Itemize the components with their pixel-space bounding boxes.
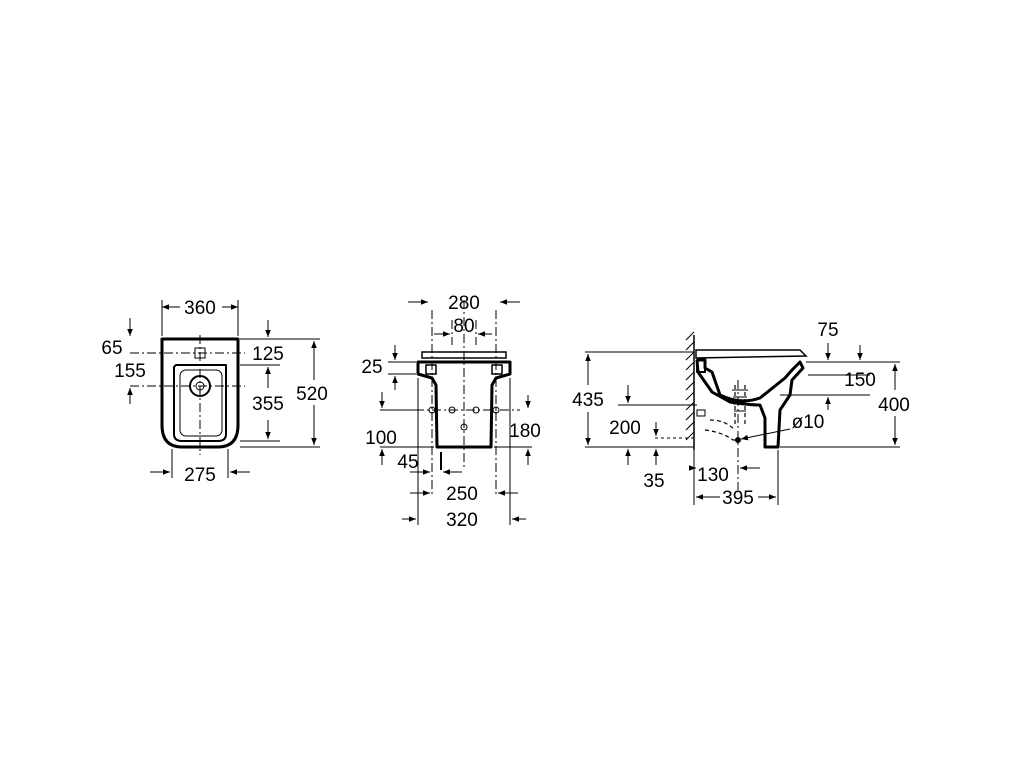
dim-inlet-height: 200 <box>609 418 641 439</box>
side-view: 435 200 35 130 395 ø10 75 150 <box>572 320 910 509</box>
dim-front-top-width: 280 <box>448 293 480 314</box>
dim-offset: 45 <box>397 452 418 473</box>
front-view-outline <box>416 360 512 449</box>
side-view-outline <box>695 358 805 449</box>
fix-hole-icon <box>472 406 480 414</box>
dim-rim: 125 <box>252 344 284 365</box>
dim-inlet-offset: 35 <box>643 471 664 492</box>
dim-waste-height: 150 <box>844 370 876 391</box>
dim-top-hole: 65 <box>101 338 122 359</box>
wall-hatch <box>685 331 695 441</box>
dim-front-center: 80 <box>453 316 474 337</box>
dim-diameter: ø10 <box>792 412 825 433</box>
dim-seat-offset: 75 <box>817 320 838 341</box>
dim-depth: 395 <box>722 488 754 509</box>
dim-fix-height: 180 <box>509 421 541 442</box>
top-view: 360 65 155 125 355 520 275 <box>101 298 327 486</box>
dim-seat: 25 <box>361 357 382 378</box>
fix-bracket-left-icon <box>425 364 437 375</box>
waste-fitting <box>732 389 748 412</box>
waste-hole-icon <box>460 423 468 431</box>
fix-hole-icon <box>448 406 456 414</box>
dim-length: 520 <box>296 384 328 405</box>
fix-hole-icon <box>428 406 436 414</box>
side-seat-lid <box>695 349 808 359</box>
inlet-valve-icon <box>696 409 706 417</box>
dim-floor-holes: 100 <box>365 428 397 449</box>
front-view: 280 80 25 100 180 45 250 <box>361 293 540 531</box>
dim-tap-hole: 155 <box>114 361 146 382</box>
dim-top-width: 360 <box>184 298 216 319</box>
dim-bowl: 355 <box>252 394 284 415</box>
dim-base-width: 250 <box>446 484 478 505</box>
fix-bracket-right-icon <box>491 364 503 375</box>
dim-overall-width: 320 <box>446 510 478 531</box>
dim-rim-height: 400 <box>878 395 910 416</box>
dim-waste-distance: 130 <box>697 465 729 486</box>
top-view-outline <box>160 337 240 449</box>
side-wall-mount <box>696 359 706 373</box>
dim-height: 435 <box>572 390 604 411</box>
waste-trap <box>704 385 746 441</box>
top-view-inner-bowl <box>179 369 223 437</box>
fix-hole-icon <box>492 406 500 414</box>
dim-base: 275 <box>184 465 216 486</box>
